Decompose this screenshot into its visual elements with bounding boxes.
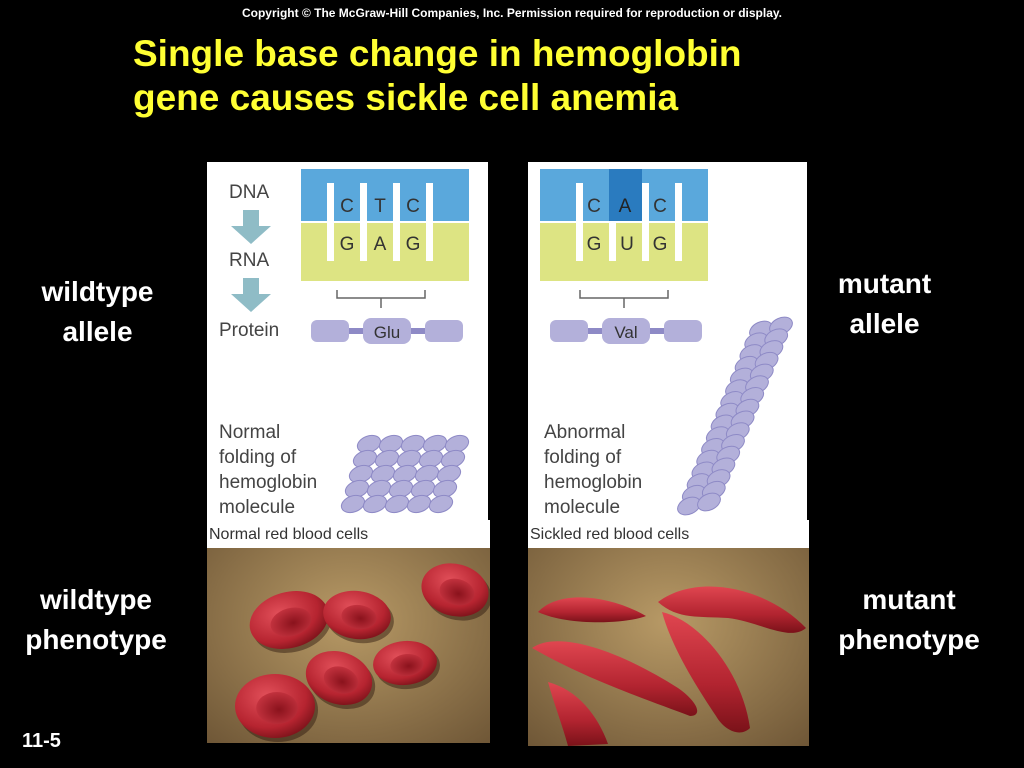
arrow-down-icon [231, 210, 271, 244]
mutated-rna-base: U [620, 234, 634, 255]
hemoglobin-subunit [428, 494, 454, 514]
rna-strand [301, 223, 469, 281]
slide-title-line-1: Single base change in hemoglobin [133, 33, 742, 74]
slide-number: 11-5 [22, 730, 61, 752]
rna-label: RNA [229, 250, 269, 271]
hemoglobin-subunit [384, 494, 410, 514]
protein-chain [550, 318, 702, 344]
slide-title-line-2: gene causes sickle cell anemia [133, 77, 679, 118]
wildtype-phenotype-label: wildtype phenotype [5, 580, 187, 660]
mutant-phenotype-label: mutant phenotype [818, 580, 1000, 660]
folding-text: folding of [544, 447, 622, 468]
folding-text: Abnormal [544, 422, 625, 443]
mutant-phenotype-line-2: phenotype [838, 624, 980, 655]
folding-text: folding of [219, 447, 297, 468]
red-blood-cell-icon [373, 640, 440, 690]
mutated-dna-base: A [619, 196, 632, 217]
rna-base: G [587, 234, 602, 255]
wildtype-allele-line-2: allele [62, 316, 133, 347]
slide-title: Single base change in hemoglobin gene ca… [133, 32, 993, 120]
hemoglobin-subunit [340, 494, 366, 514]
red-blood-cell-icon [249, 591, 332, 653]
red-blood-cell-icon [421, 563, 490, 621]
dna-strand [301, 169, 469, 221]
sickle-cell-icon [538, 597, 646, 623]
folding-text: hemoglobin [544, 472, 642, 493]
normal-hemoglobin-cluster-icon [340, 434, 470, 514]
folding-text: molecule [544, 497, 620, 518]
rna-base: A [374, 234, 387, 255]
sickled-red-blood-cells-photo: Sickled red blood cells [528, 520, 809, 746]
sickle-hemoglobin-fiber-icon [677, 316, 793, 516]
dna-base: C [653, 196, 667, 217]
normal-cells-svg [207, 520, 490, 743]
sickled-cells-svg [528, 520, 809, 746]
normal-gene-diagram: DNA RNA Protein C T C G A G [207, 162, 488, 520]
dna-strand [540, 169, 708, 221]
red-blood-cell-icon [323, 590, 394, 644]
copyright-notice: Copyright © The McGraw-Hill Companies, I… [241, 6, 783, 20]
rna-base: G [340, 234, 355, 255]
red-blood-cell-icon [305, 650, 376, 710]
mutant-gene-diagram: C A C G U G Val Abnormal folding of he [528, 162, 807, 520]
dna-base: T [374, 196, 386, 217]
wildtype-phenotype-line-1: wildtype [39, 584, 152, 615]
rna-base: G [406, 234, 421, 255]
folding-text: molecule [219, 497, 295, 518]
dna-base: C [406, 196, 420, 217]
protein-label: Protein [219, 320, 279, 341]
dna-base: C [340, 196, 354, 217]
sickle-cell-icon [658, 586, 806, 633]
dna-label: DNA [229, 182, 269, 203]
amino-acid-label: Val [614, 323, 637, 342]
normal-red-blood-cells-photo: Normal red blood cells [207, 520, 490, 743]
folding-text: hemoglobin [219, 472, 317, 493]
protein-chain [311, 318, 463, 344]
codon-bracket [336, 290, 426, 308]
sickle-cell-icon [548, 682, 608, 746]
mutant-allele-line-1: mutant [837, 268, 932, 299]
amino-acid-label: Glu [374, 323, 400, 342]
hemoglobin-subunit [362, 494, 388, 514]
mutant-diagram-svg: C A C G U G Val Abnormal folding of he [540, 169, 793, 518]
normal-diagram-svg: DNA RNA Protein C T C G A G [219, 169, 470, 518]
normal-cells-caption: Normal red blood cells [207, 520, 490, 548]
wildtype-allele-line-1: wildtype [41, 276, 154, 307]
sickle-cell-icon [532, 641, 698, 716]
folding-text: Normal [219, 422, 280, 443]
dna-base: C [587, 196, 601, 217]
rna-base: G [653, 234, 668, 255]
mutant-allele-line-2: allele [849, 308, 920, 339]
sickle-cell-icon [662, 612, 750, 733]
sickled-cells-caption: Sickled red blood cells [528, 520, 809, 548]
arrow-down-icon [231, 278, 271, 312]
mutant-allele-label: mutant allele [812, 264, 957, 344]
red-blood-cell-icon [235, 674, 318, 742]
codon-bracket [579, 290, 669, 308]
hemoglobin-subunit [697, 492, 721, 512]
wildtype-allele-label: wildtype allele [20, 272, 175, 352]
wildtype-phenotype-line-2: phenotype [25, 624, 167, 655]
hemoglobin-subunit [406, 494, 432, 514]
rna-strand [540, 223, 708, 281]
mutant-phenotype-line-1: mutant [862, 584, 956, 615]
